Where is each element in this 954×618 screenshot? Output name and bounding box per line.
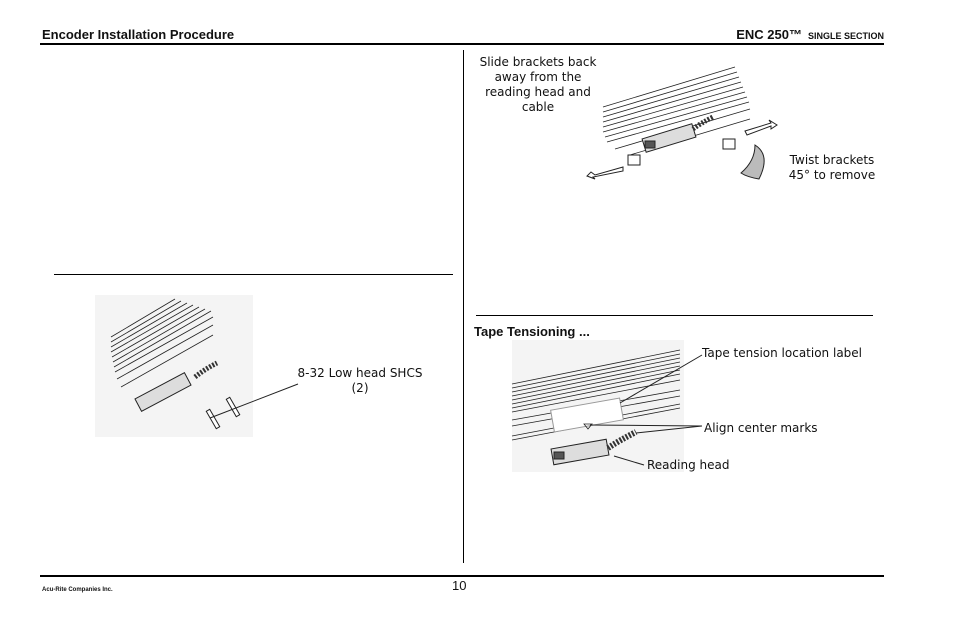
bracket-removal-illustration	[586, 66, 778, 180]
tape-tensioning-illustration	[511, 340, 684, 472]
document-title: Encoder Installation Procedure	[42, 27, 235, 42]
reading-head-screws-illustration	[95, 295, 253, 437]
reading-head-callout: Reading head	[647, 458, 730, 472]
section-rule-left	[54, 274, 453, 275]
align-center-marks-callout: Align center marks	[704, 421, 818, 435]
header-rule	[40, 43, 884, 45]
page-number: 10	[452, 578, 467, 593]
twist-brackets-note: Twist brackets 45° to remove	[788, 153, 876, 182]
tape-callout-leaders	[589, 354, 703, 466]
section-name: SINGLE SECTION	[807, 31, 884, 41]
slide-brackets-note: Slide brackets back away from the readin…	[479, 55, 597, 114]
product-name: ENC 250™	[736, 27, 802, 42]
footer-rule	[40, 575, 884, 577]
section-rule-right	[476, 315, 873, 316]
company-name: Acu-Rite Companies Inc.	[42, 587, 113, 593]
column-divider	[463, 50, 464, 563]
screws-note: 8-32 Low head SHCS (2)	[297, 366, 423, 395]
tape-tensioning-title: Tape Tensioning ...	[474, 324, 590, 339]
tape-tension-label-callout: Tape tension location label	[702, 346, 863, 360]
product-header: ENC 250™ SINGLE SECTION	[736, 27, 884, 42]
screws-leader-line	[209, 383, 299, 419]
